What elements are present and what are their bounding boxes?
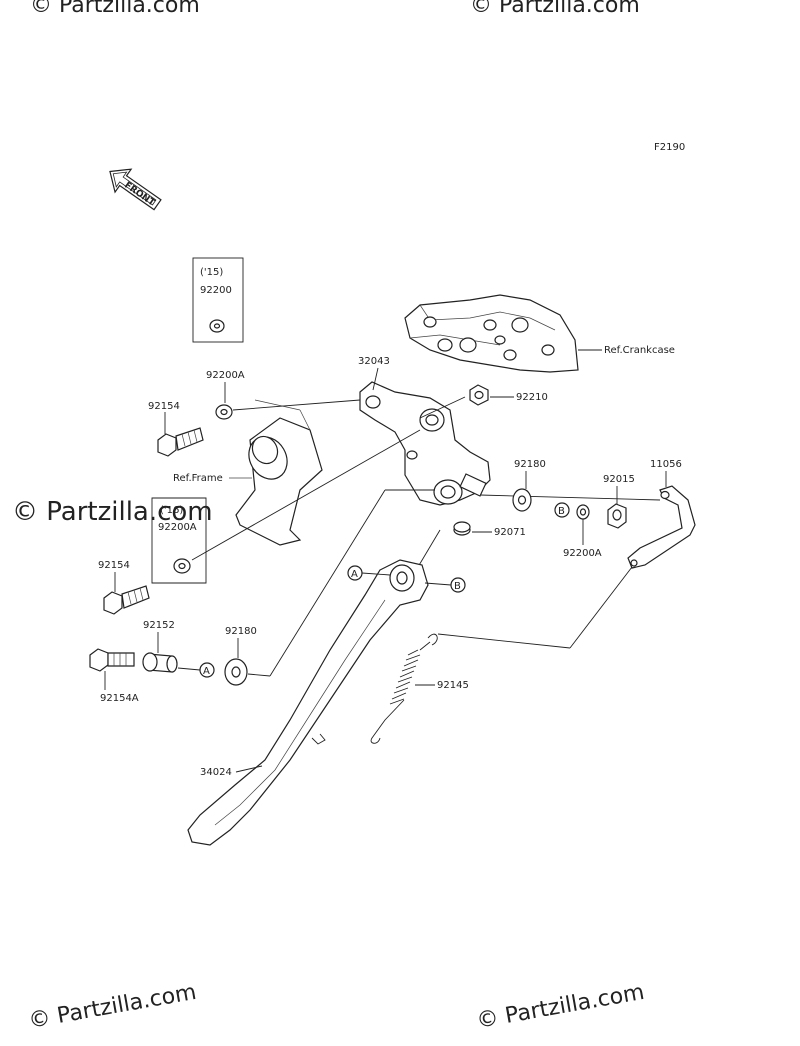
callout-92210: 92210 bbox=[516, 392, 548, 403]
callout-34024: 34024 bbox=[200, 767, 232, 778]
callout-92015: 92015 bbox=[603, 474, 635, 485]
nut-92015 bbox=[607, 503, 627, 529]
callout-92180-left: 92180 bbox=[225, 626, 257, 637]
marker-b-right: B bbox=[558, 506, 565, 517]
watermark-top-left: © Partzilla.com bbox=[30, 0, 200, 18]
callout-92071: 92071 bbox=[494, 527, 526, 538]
callout-92152: 92152 bbox=[143, 620, 175, 631]
washer-92180-right bbox=[512, 488, 532, 512]
watermarks: © Partzilla.com © Partzilla.com © Partzi… bbox=[12, 0, 646, 1034]
year-box-15: ('15) 92200 bbox=[192, 257, 244, 343]
bracket-32043 bbox=[359, 381, 491, 506]
marker-b-stand: B bbox=[454, 581, 461, 592]
callout-92200A-right: 92200A bbox=[563, 548, 602, 559]
leader-32043 bbox=[372, 367, 379, 391]
year-label-15: ('15) bbox=[200, 267, 223, 278]
watermark-top-right: © Partzilla.com bbox=[470, 0, 640, 18]
washer-92200A-top bbox=[215, 404, 233, 420]
ref-crankcase-label: Ref.Crankcase bbox=[604, 345, 675, 356]
marker-a-left: A bbox=[203, 666, 210, 677]
side-stand-34024 bbox=[187, 559, 429, 846]
callout-92154-mid: 92154 bbox=[98, 560, 130, 571]
nut-92210 bbox=[469, 384, 489, 406]
ref-frame-label: Ref.Frame bbox=[173, 473, 223, 484]
year-box-16: ('16) 92200A bbox=[151, 497, 207, 584]
year-part-92200A: 92200A bbox=[158, 522, 197, 533]
year-label-16: ('16) bbox=[160, 505, 183, 516]
grommet-92071 bbox=[453, 521, 471, 536]
callout-92145: 92145 bbox=[437, 680, 469, 691]
callout-11056: 11056 bbox=[650, 459, 682, 470]
washer-92200A-right bbox=[576, 504, 590, 520]
collar-92152 bbox=[142, 652, 178, 673]
callout-92180-right: 92180 bbox=[514, 459, 546, 470]
bracket-11056 bbox=[627, 485, 696, 569]
marker-a-stand: A bbox=[351, 569, 358, 580]
frame-ref-icon: Ref.Frame bbox=[173, 399, 323, 546]
watermark-bottom-right: © Partzilla.com bbox=[475, 980, 647, 1034]
year-part-92200: 92200 bbox=[200, 285, 232, 296]
callout-92154-top: 92154 bbox=[148, 401, 180, 412]
washer-92180-left bbox=[224, 658, 248, 686]
callout-92200A-top: 92200A bbox=[206, 370, 245, 381]
watermark-center-left: © Partzilla.com bbox=[12, 497, 213, 527]
front-arrow-icon: FRONT bbox=[109, 168, 162, 211]
callout-32043: 32043 bbox=[358, 356, 390, 367]
spring-92145 bbox=[370, 633, 438, 744]
watermark-bottom-left: © Partzilla.com bbox=[27, 980, 199, 1034]
bolt-92154A bbox=[89, 648, 135, 672]
bolt-92154-mid bbox=[103, 585, 150, 615]
crankcase-ref-icon: Ref.Crankcase bbox=[404, 294, 675, 373]
figure-code: F2190 bbox=[654, 142, 685, 153]
callout-92154A: 92154A bbox=[100, 693, 139, 704]
bolt-92154-top bbox=[157, 427, 204, 457]
